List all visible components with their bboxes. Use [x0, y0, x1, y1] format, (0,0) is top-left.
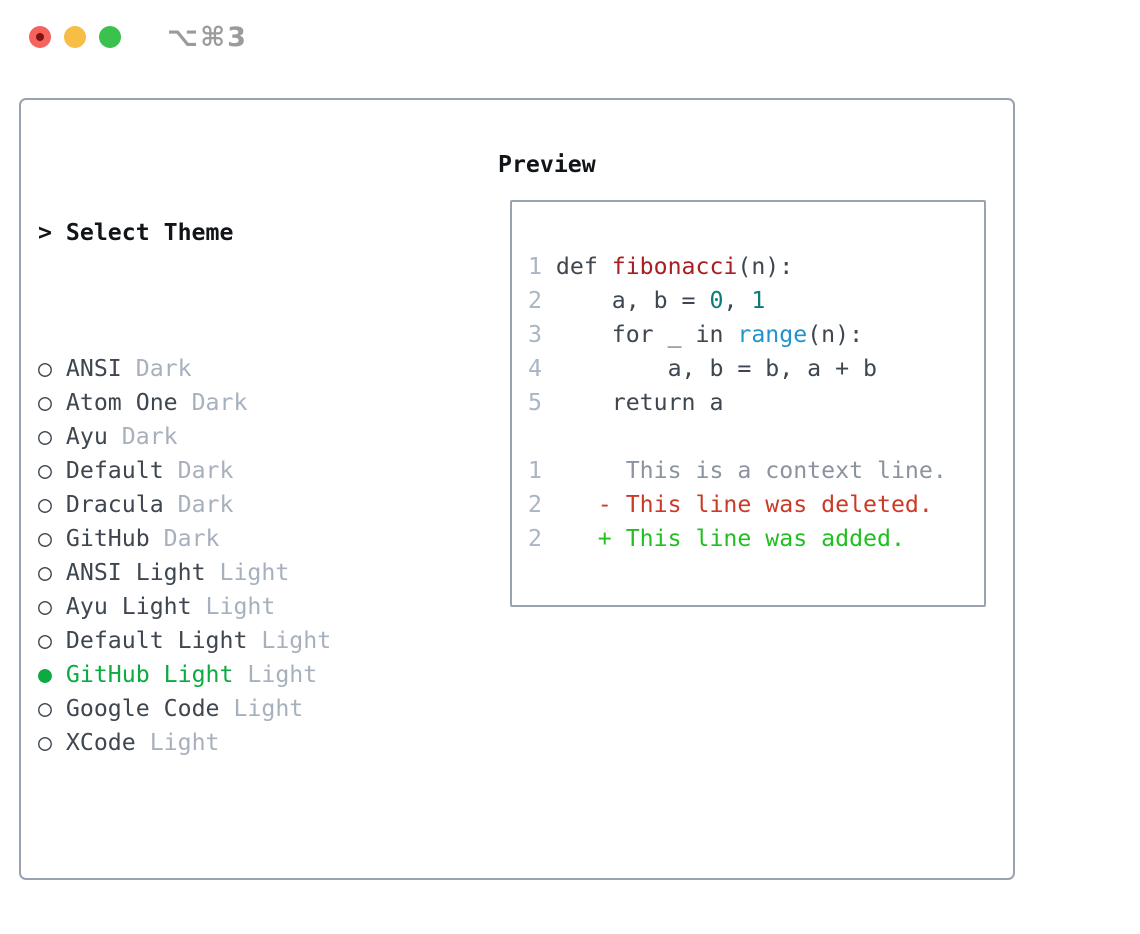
code-segment-default: (n):	[807, 321, 864, 348]
code-line: 5 return a	[528, 386, 984, 420]
code-segment-default: a, b = b, a + b	[555, 355, 877, 382]
theme-option-dracula[interactable]: ○ Dracula Dark	[38, 488, 443, 522]
radio-unselected-icon: ○	[38, 559, 52, 586]
code-line: 3 for _ in range(n):	[528, 318, 984, 352]
code-segment-number: 1	[751, 287, 766, 314]
line-number: 4	[528, 355, 542, 382]
code-line: 1 This is a context line.	[528, 454, 984, 488]
theme-option-default[interactable]: ○ Default Dark	[38, 454, 443, 488]
titlebar: ⌥⌘3	[0, 0, 1140, 74]
theme-variant: Light	[191, 593, 276, 620]
code-segment-default: ,	[723, 287, 752, 314]
theme-name: Ayu Light	[51, 593, 192, 620]
theme-name: Dracula	[51, 491, 164, 518]
theme-name: Default	[51, 457, 164, 484]
minimize-button[interactable]	[64, 26, 86, 48]
code-segment-default: return a	[555, 389, 724, 416]
theme-picker-panel: > Select Theme ○ ANSI Dark○ Atom One Dar…	[19, 98, 1015, 880]
radio-unselected-icon: ○	[38, 355, 52, 382]
code-segment-builtin: range	[737, 321, 808, 348]
theme-option-google-code[interactable]: ○ Google Code Light	[38, 692, 443, 726]
theme-name: ANSI	[51, 355, 122, 382]
theme-variant: Dark	[163, 457, 234, 484]
select-theme-heading: > Select Theme	[38, 216, 443, 250]
close-button[interactable]	[29, 26, 51, 48]
radio-unselected-icon: ○	[38, 695, 52, 722]
line-number: 1	[528, 253, 542, 280]
theme-variant: Light	[135, 729, 220, 756]
line-number: 2	[528, 525, 542, 552]
theme-variant: Dark	[177, 389, 248, 416]
theme-variant: Dark	[163, 491, 234, 518]
radio-unselected-icon: ○	[38, 729, 52, 756]
theme-name: Ayu	[51, 423, 108, 450]
line-number: 3	[528, 321, 542, 348]
zoom-button[interactable]	[99, 26, 121, 48]
theme-name: ANSI Light	[51, 559, 206, 586]
radio-unselected-icon: ○	[38, 457, 52, 484]
code-line: 2 + This line was added.	[528, 522, 984, 556]
radio-unselected-icon: ○	[38, 593, 52, 620]
theme-variant: Dark	[107, 423, 178, 450]
theme-variant: Light	[219, 695, 304, 722]
theme-name: GitHub Light	[51, 661, 234, 688]
left-column: > Select Theme ○ ANSI Dark○ Atom One Dar…	[38, 148, 443, 934]
theme-option-ansi-light[interactable]: ○ ANSI Light Light	[38, 556, 443, 590]
code-segment-function: fibonacci	[611, 253, 738, 280]
code-segment-default: (n):	[737, 253, 794, 280]
code-segment-deleted: - This line was deleted.	[555, 491, 933, 518]
line-number: 5	[528, 389, 542, 416]
select-theme-heading-label: Select Theme	[65, 219, 234, 246]
theme-option-ansi[interactable]: ○ ANSI Dark	[38, 352, 443, 386]
radio-selected-icon: ●	[38, 661, 52, 688]
code-line: 2 a, b = 0, 1	[528, 284, 984, 318]
window-title: ⌥⌘3	[167, 22, 248, 53]
unsaved-changes-dot	[36, 33, 44, 41]
code-segment-number: 0	[709, 287, 724, 314]
radio-unselected-icon: ○	[38, 423, 52, 450]
theme-option-xcode[interactable]: ○ XCode Light	[38, 726, 443, 760]
code-segment-default: a, b =	[555, 287, 710, 314]
theme-option-default-light[interactable]: ○ Default Light Light	[38, 624, 443, 658]
code-line: 2 - This line was deleted.	[528, 488, 984, 522]
code-segment-context: This is a context line.	[555, 457, 947, 484]
radio-unselected-icon: ○	[38, 627, 52, 654]
theme-option-ayu[interactable]: ○ Ayu Dark	[38, 420, 443, 454]
theme-variant: Light	[205, 559, 290, 586]
theme-option-atom-one[interactable]: ○ Atom One Dark	[38, 386, 443, 420]
theme-name: Atom One	[51, 389, 178, 416]
theme-name: Default Light	[51, 627, 248, 654]
line-number: 2	[528, 491, 542, 518]
theme-name: Google Code	[51, 695, 220, 722]
theme-variant: Dark	[121, 355, 192, 382]
code-line	[528, 420, 984, 454]
preview-heading: Preview	[498, 151, 596, 178]
code-line: 4 a, b = b, a + b	[528, 352, 984, 386]
spacer-row	[38, 862, 443, 896]
code-segment-default: for _ in	[555, 321, 738, 348]
theme-variant: Light	[233, 661, 318, 688]
theme-option-github-light[interactable]: ● GitHub Light Light	[38, 658, 443, 692]
theme-list: ○ ANSI Dark○ Atom One Dark○ Ayu Dark○ De…	[38, 352, 443, 760]
radio-unselected-icon: ○	[38, 491, 52, 518]
line-number: 2	[528, 287, 542, 314]
theme-variant: Light	[247, 627, 332, 654]
code-segment-default: def	[555, 253, 612, 280]
code-segment-added: + This line was added.	[555, 525, 905, 552]
theme-variant: Dark	[149, 525, 220, 552]
theme-name: GitHub	[51, 525, 150, 552]
radio-unselected-icon: ○	[38, 525, 52, 552]
code-line: 1 def fibonacci(n):	[528, 250, 984, 284]
line-number: 1	[528, 457, 542, 484]
theme-name: XCode	[51, 729, 136, 756]
radio-unselected-icon: ○	[38, 389, 52, 416]
theme-option-ayu-light[interactable]: ○ Ayu Light Light	[38, 590, 443, 624]
theme-option-github[interactable]: ○ GitHub Dark	[38, 522, 443, 556]
heading-prefix-chevron: >	[38, 219, 66, 246]
